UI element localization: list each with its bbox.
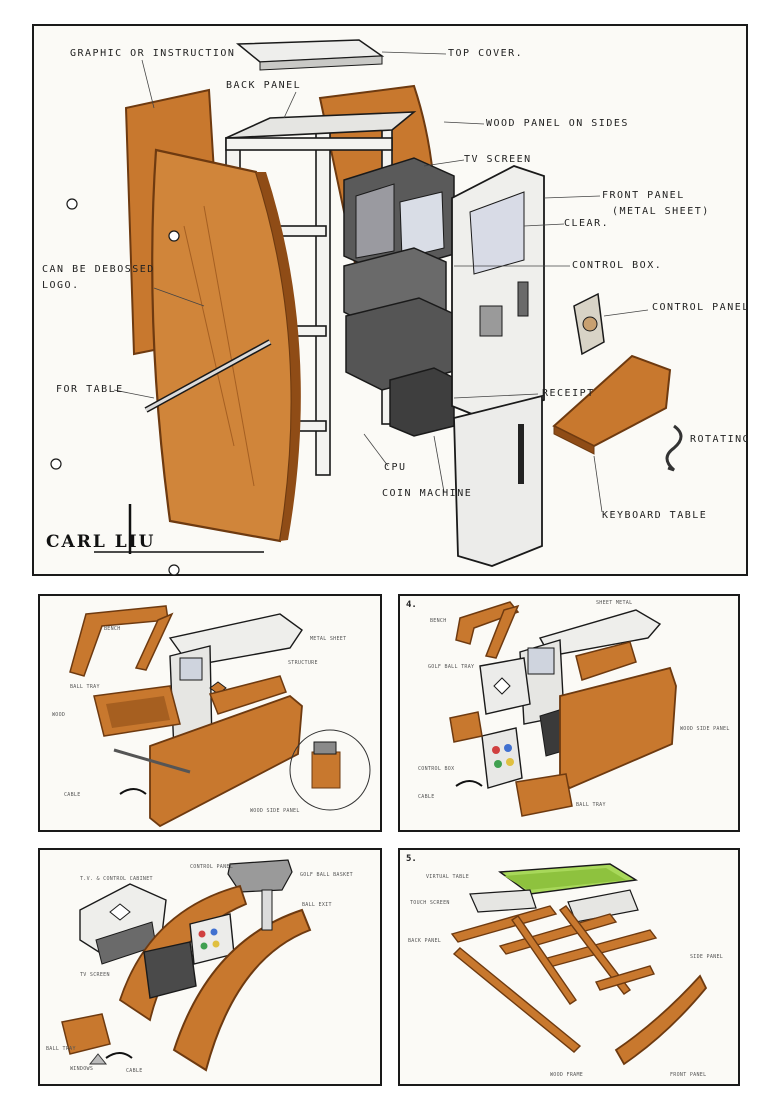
sketch-panel-1: BENCH WOOD CABLE BALL TRAY METAL SHEET W… [38,594,382,832]
p2-label-golf-ball-tray: GOLF BALL TRAY [428,664,475,670]
p3-label-control-panel: CONTROL PANEL [190,864,234,870]
direction-arrow-icon [88,1053,108,1065]
tv-screen-device [143,941,197,999]
coin-machine-device [389,367,455,437]
p2-label-bench: BENCH [430,618,447,624]
label-logo: LOGO. [42,280,80,291]
label-clear: CLEAR. [564,218,610,229]
p3-label-windows: WINDOWS [70,1066,94,1072]
ball-tray-part [515,773,573,817]
p3-label-tv-cabinet: T.V. & CONTROL CABINET [80,876,153,882]
p1-label-metal-sheet: METAL SHEET [310,636,347,642]
p2-label-cable: CABLE [418,794,435,800]
label-metal-sheet: (METAL SHEET) [612,206,710,217]
p2-label-wood-side-panel: WOOD SIDE PANEL [680,726,730,732]
sketch-panel-2: 4. BENCH SHEET METAL GOLF BALL TRAY CONT… [398,594,740,832]
label-control-panel: CONTROL PANEL [652,302,750,313]
p4-label-front-panel: FRONT PANEL [670,1072,707,1078]
artist-signature: CARL LIU [46,532,156,552]
wood-side-panel-part [559,666,677,790]
p1-label-bench: BENCH [104,626,121,632]
front-metal-panel [451,165,545,567]
panel-3-drawing [61,859,312,1072]
p3-label-cable: CABLE [126,1068,143,1074]
p3-label-golf-ball-basket: GOLF BALL BASKET [300,872,353,878]
p1-label-cable: CABLE [64,792,81,798]
detail-circle [289,729,371,811]
label-wood-panel: WOOD PANEL ON SIDES [486,118,629,129]
label-top-cover: TOP COVER. [448,48,524,59]
p3-label-ball-exit: BALL EXIT [302,902,332,908]
label-graphic-instruction: GRAPHIC OR INSTRUCTION [70,48,236,59]
p4-label-wood-frame: WOOD FRAME [550,1072,584,1078]
panel-2-drawing [449,601,677,817]
label-back-panel: BACK PANEL [226,80,302,91]
curved-wood-panel-front [172,908,312,1072]
bench-part [69,605,169,677]
label-for-table: FOR TABLE [56,384,124,395]
main-exploded-view [50,39,683,576]
rotating-arrow-icon [665,424,683,472]
control-box-part [481,727,523,789]
wood-frame-structure [450,905,658,1053]
golf-ball-basket [227,859,293,893]
p4-label-side-panel: SIDE PANEL [690,954,724,960]
p2-label-sheet-metal: SHEET METAL [596,600,633,606]
label-rotating: ROTATING [690,434,751,445]
keyboard-table-part [552,354,672,455]
p1-label-structure: STRUCTURE [288,660,318,666]
label-coin-machine: COIN MACHINE [382,488,473,499]
p4-label-back-panel: BACK PANEL [408,938,442,944]
p3-label-ball-tray: BALL TRAY [46,1046,76,1052]
p1-label-ball-tray: BALL TRAY [70,684,100,690]
p4-label-touch-screen: TOUCH SCREEN [410,900,450,906]
label-can-be-debossed: CAN BE DEBOSSED [42,264,155,275]
p3-label-tv-screen: TV SCREEN [80,972,110,978]
p1-label-wood: WOOD [52,712,66,718]
p1-label-wood-side-panel: WOOD SIDE PANEL [250,808,300,814]
wood-side-panel-part [149,694,303,828]
sketch-panel-3: T.V. & CONTROL CABINET CONTROL PANEL GOL… [38,848,382,1086]
p2-label-control-box: CONTROL BOX [418,766,455,772]
touch-screen-part [469,889,537,913]
label-receipt: RECEIPT [542,388,595,399]
main-sketch-panel: GRAPHIC OR INSTRUCTION TOP COVER. BACK P… [32,24,751,576]
tv-screen-device [343,157,455,275]
p2-step-number: 4. [406,600,417,610]
panel-1-drawing [69,605,371,828]
ball-tray-part [61,1013,111,1055]
panel-4-drawing [450,863,708,1066]
p4-step-number: 5. [406,854,417,864]
label-front-panel: FRONT PANEL [602,190,685,201]
label-tv-screen: TV SCREEN [464,154,532,165]
curved-front-wood-panel [614,974,708,1066]
sketch-panel-4: 5. VIRTUAL TABLE TOUCH SCREEN FRONT PANE… [398,848,740,1086]
p4-label-virtual-table: VIRTUAL TABLE [426,874,470,880]
label-cpu: CPU [384,462,407,473]
label-control-box: CONTROL BOX. [572,260,663,271]
screw-icons [50,198,180,576]
p2-label-ball-tray: BALL TRAY [576,802,606,808]
label-keyboard-table: KEYBOARD TABLE [602,510,708,521]
